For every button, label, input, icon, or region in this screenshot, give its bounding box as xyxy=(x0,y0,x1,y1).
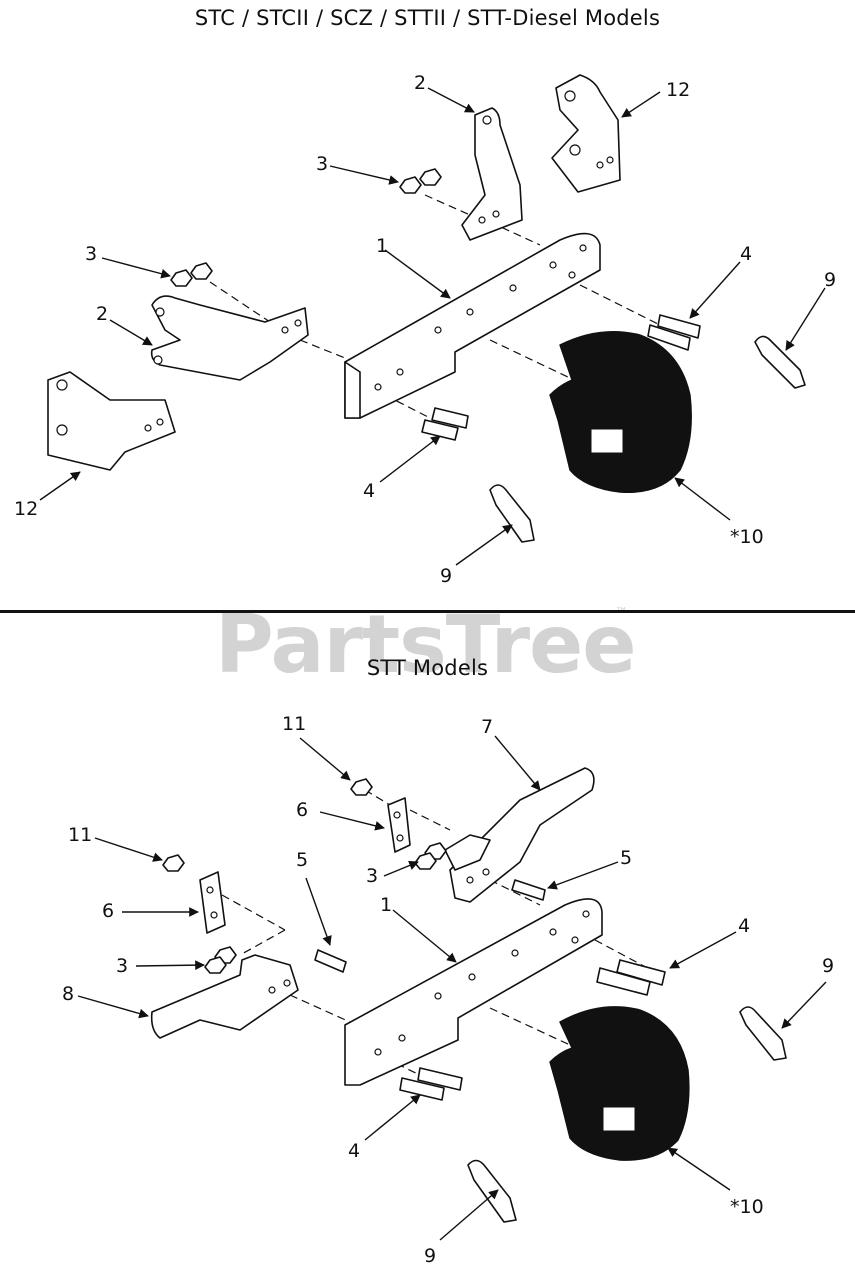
bottom-leader-lines xyxy=(77,735,827,1241)
callout-6-left: 6 xyxy=(102,900,114,922)
section-title-bottom: STT Models xyxy=(366,656,489,680)
callout-8: 8 xyxy=(62,983,74,1005)
callout-3-top: 3 xyxy=(366,865,378,887)
bolt-part-4-bottom xyxy=(399,959,666,1101)
section-title-top: STC / STCII / SCZ / STTII / STT-Diesel M… xyxy=(194,6,661,30)
callout-5-left: 5 xyxy=(296,849,308,871)
callout-9-bottom: 9 xyxy=(440,565,452,587)
bolt-part-4 xyxy=(421,314,701,441)
offset-bar-part-7 xyxy=(444,767,595,903)
callout-3-left-bottom: 3 xyxy=(116,955,128,977)
callout-1-top: 1 xyxy=(376,235,388,257)
plate-part-6-left xyxy=(199,871,226,934)
bracket-part-2-top xyxy=(461,107,523,241)
weight-part-10 xyxy=(549,331,692,494)
callout-3-left: 3 xyxy=(85,243,97,265)
hitch-part-12-right xyxy=(551,74,621,193)
callout-1-bottom: 1 xyxy=(380,894,392,916)
callout-4-right: 4 xyxy=(740,243,752,265)
section-divider xyxy=(0,610,855,613)
callout-11-top: 11 xyxy=(282,713,306,735)
callout-5-right: 5 xyxy=(620,847,632,869)
bracket-part-8 xyxy=(150,954,299,1039)
callout-7: 7 xyxy=(481,716,493,738)
plate-part-6-top xyxy=(387,797,411,853)
bolt-part-5 xyxy=(314,879,546,973)
pin-part-9 xyxy=(489,335,806,543)
drawbar-part-1-bottom xyxy=(344,898,603,1086)
callout-9-right: 9 xyxy=(824,269,836,291)
nut-part-11-and-3 xyxy=(162,778,447,974)
callout-9-right-bottom: 9 xyxy=(822,955,834,977)
callout-10-top: *10 xyxy=(730,526,764,548)
callout-2-left: 2 xyxy=(96,303,108,325)
callout-6-top: 6 xyxy=(296,799,308,821)
callout-10-bottom: *10 xyxy=(730,1196,764,1218)
nut-part-3 xyxy=(170,168,442,287)
callout-11-left: 11 xyxy=(68,824,92,846)
bracket-part-2-left xyxy=(150,295,309,381)
callout-2-top: 2 xyxy=(414,72,426,94)
callout-12-top: 12 xyxy=(666,79,690,101)
hitch-part-12-left xyxy=(47,371,176,471)
parts-tree-watermark: PartsTree xyxy=(215,598,637,691)
callout-4-right-bottom: 4 xyxy=(738,915,750,937)
drawbar-part-1 xyxy=(344,232,601,419)
callout-9-bottom-center: 9 xyxy=(424,1245,436,1267)
callout-4-bottom: 4 xyxy=(363,480,375,502)
callout-12-left: 12 xyxy=(14,498,38,520)
top-leader-lines xyxy=(39,87,826,566)
bottom-diagram: 11 7 6 11 5 5 3 1 6 4 3 9 8 4 *10 9 xyxy=(62,713,834,1267)
top-diagram: 2 12 3 3 1 4 9 2 12 4 *10 9 xyxy=(14,72,836,587)
weight-part-10-bottom xyxy=(549,1006,690,1161)
callout-4-bottom-left: 4 xyxy=(348,1140,360,1162)
callout-3-top: 3 xyxy=(316,153,328,175)
